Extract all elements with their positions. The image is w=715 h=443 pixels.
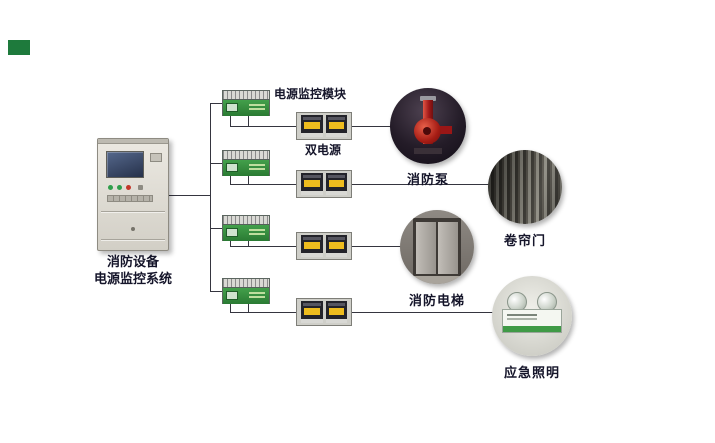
connector-line <box>230 304 231 312</box>
cabinet-seam <box>101 239 165 240</box>
connector-line <box>230 116 231 126</box>
pump-outlet <box>438 126 452 134</box>
connector-line <box>248 304 249 312</box>
switch-pole <box>301 173 323 195</box>
cabinet-top-strip <box>98 139 168 144</box>
power-monitor-module <box>222 90 270 116</box>
module-terminal-strip <box>223 151 269 160</box>
roller-door-photo <box>488 150 562 224</box>
module-label: 电源监控模块 <box>274 87 347 101</box>
roller-door-label: 卷帘门 <box>503 234 546 249</box>
cabinet-key-button <box>138 185 143 190</box>
dual-power-switch <box>296 112 352 140</box>
dual-power-label: 双电源 <box>305 143 342 157</box>
elevator-door-right <box>438 222 458 274</box>
power-monitor-module <box>222 278 270 304</box>
dual-power-switch <box>296 298 352 326</box>
connector-line <box>230 176 231 184</box>
connector-line <box>210 103 222 104</box>
connector-line <box>210 228 222 229</box>
connector-line <box>230 184 296 185</box>
connector-line <box>352 246 412 247</box>
connector-line <box>210 291 222 292</box>
connector-line <box>230 241 231 246</box>
switch-pole <box>325 173 347 195</box>
connector-line <box>248 241 249 246</box>
connector-line <box>248 176 249 184</box>
pump-volute <box>414 118 441 144</box>
fire-pump-label: 消防泵 <box>406 173 449 188</box>
power-monitor-module <box>222 215 270 241</box>
cabinet-link-line <box>169 195 210 196</box>
switch-pole <box>325 235 347 257</box>
connector-line <box>230 246 296 247</box>
cabinet-red-indicator <box>126 185 131 190</box>
switch-pole <box>325 301 347 323</box>
dual-power-switch <box>296 170 352 198</box>
emergency-light-stripe <box>503 326 561 332</box>
fire-pump-photo <box>390 88 466 164</box>
switch-pole <box>301 235 323 257</box>
module-pcb <box>223 160 269 176</box>
fire-elevator-photo <box>400 210 474 284</box>
module-pcb <box>223 100 269 116</box>
system-title: 消防设备 电源监控系统 <box>76 254 190 288</box>
connector-line <box>230 126 296 127</box>
emergency-light-label: 应急照明 <box>503 366 560 381</box>
elevator-door-left <box>416 222 436 274</box>
connector-line <box>210 163 222 164</box>
cabinet-side-panel <box>150 153 162 162</box>
cabinet-keypad <box>107 195 153 202</box>
switch-pole <box>301 301 323 323</box>
module-pcb <box>223 288 269 304</box>
logo-block <box>8 40 30 55</box>
elevator-floor <box>400 276 474 284</box>
connector-line <box>230 312 296 313</box>
pump-flange <box>420 96 436 101</box>
system-title-line1: 消防设备 <box>106 255 159 270</box>
switch-pole <box>301 115 323 137</box>
cabinet-screen <box>106 151 144 178</box>
cabinet-green-indicator <box>117 185 122 190</box>
cabinet-seam <box>101 211 165 212</box>
pump-base <box>414 148 442 154</box>
trunk-line <box>210 103 211 292</box>
cabinet-green-indicator <box>108 185 113 190</box>
module-terminal-strip <box>223 91 269 100</box>
module-pcb <box>223 225 269 241</box>
elevator-frame <box>413 218 461 276</box>
module-terminal-strip <box>223 279 269 288</box>
connector-line <box>248 116 249 126</box>
connector-line <box>352 126 397 127</box>
monitoring-cabinet <box>97 138 169 251</box>
power-monitor-module <box>222 150 270 176</box>
switch-pole <box>325 115 347 137</box>
system-title-line2: 电源监控系统 <box>93 272 172 287</box>
fire-elevator-label: 消防电梯 <box>408 294 465 309</box>
connector-line <box>352 312 505 313</box>
module-terminal-strip <box>223 216 269 225</box>
emergency-light-photo <box>492 276 572 356</box>
emergency-light-body <box>502 309 562 333</box>
connector-line <box>352 184 502 185</box>
cabinet-lock <box>131 227 135 231</box>
dual-power-switch <box>296 232 352 260</box>
